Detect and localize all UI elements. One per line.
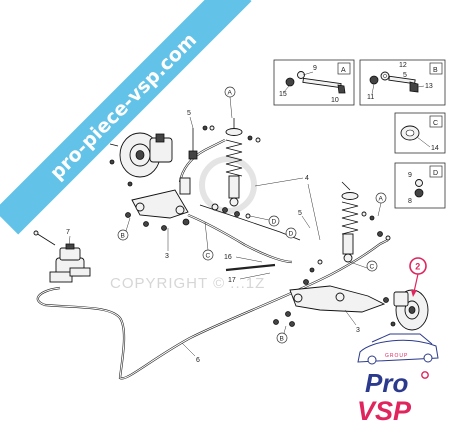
- left-suspension-arm: [125, 177, 191, 231]
- detail-box-d-letter: D: [433, 170, 438, 177]
- detail-box-c: C 14: [394, 112, 446, 154]
- detail-box-a: A 15 9 10: [273, 59, 355, 106]
- detail-c-part-14: 14: [431, 145, 439, 152]
- bolt-5-upper: [188, 125, 215, 160]
- callout-5-upper: 5: [187, 110, 191, 117]
- detail-b-part-11: 11: [367, 94, 374, 101]
- detail-b-part-5: 5: [403, 72, 407, 79]
- callout-3-right: 3: [356, 327, 360, 334]
- master-cylinder: [33, 230, 91, 283]
- detail-d-part-8: 8: [408, 198, 412, 205]
- left-shock-absorber: [225, 118, 261, 207]
- detail-a-part-15: 15: [279, 91, 287, 98]
- logo-line-1: Pro: [365, 368, 408, 398]
- site-banner: pro-piece-vsp.com: [0, 0, 252, 235]
- detail-box-c-letter: C: [433, 120, 438, 127]
- right-hub-assembly: [383, 289, 429, 331]
- detail-b-part-12: 12: [399, 62, 407, 69]
- part-2-highlight: 2: [409, 257, 427, 297]
- ref-d-left: D: [272, 219, 277, 226]
- detail-box-a-letter: A: [341, 67, 346, 74]
- logo-line-2: VSP: [357, 396, 412, 426]
- ref-c-left: C: [206, 253, 211, 260]
- callout-16: 16: [224, 254, 232, 261]
- callout-5-lower: 5: [298, 210, 302, 217]
- detail-box-b: B 12 5 11 13: [359, 59, 446, 106]
- detail-a-part-9: 9: [313, 65, 317, 72]
- right-suspension-arm: [273, 259, 386, 327]
- ref-a-right: A: [379, 196, 384, 203]
- left-hub-assembly: [109, 132, 173, 187]
- brake-line: [36, 139, 389, 380]
- copyright-watermark: COPYRIGHT © ...1Z: [110, 275, 265, 292]
- watermark-ring: [199, 156, 257, 214]
- highlight-callout-2: 2: [415, 262, 420, 272]
- ref-c-right: C: [370, 264, 375, 271]
- callout-4: 4: [305, 175, 309, 182]
- callout-labels: 7 5 4 5 3 3 16 17 6: [66, 110, 360, 364]
- ref-b-left: B: [121, 233, 125, 240]
- callout-3-left: 3: [165, 253, 169, 260]
- ref-a-upper: A: [228, 90, 233, 97]
- callout-17: 17: [228, 277, 236, 284]
- ref-b-right: B: [280, 336, 284, 343]
- circled-references: A A B B C C D D: [117, 86, 387, 344]
- ref-d-right: D: [289, 231, 294, 238]
- detail-box-d: D 9 8: [394, 162, 446, 209]
- detail-d-part-9: 9: [408, 172, 412, 179]
- torsion-bar: [199, 203, 301, 241]
- logo-tag: GROUP: [385, 353, 408, 359]
- detail-a-part-10: 10: [331, 97, 339, 104]
- callout-7: 7: [66, 229, 70, 236]
- provsp-logo: GROUP Pro VSP: [357, 333, 439, 426]
- callout-6: 6: [196, 357, 200, 364]
- detail-box-b-letter: B: [433, 67, 438, 74]
- right-shock-absorber: [341, 181, 391, 263]
- detail-b-part-13: 13: [425, 83, 433, 90]
